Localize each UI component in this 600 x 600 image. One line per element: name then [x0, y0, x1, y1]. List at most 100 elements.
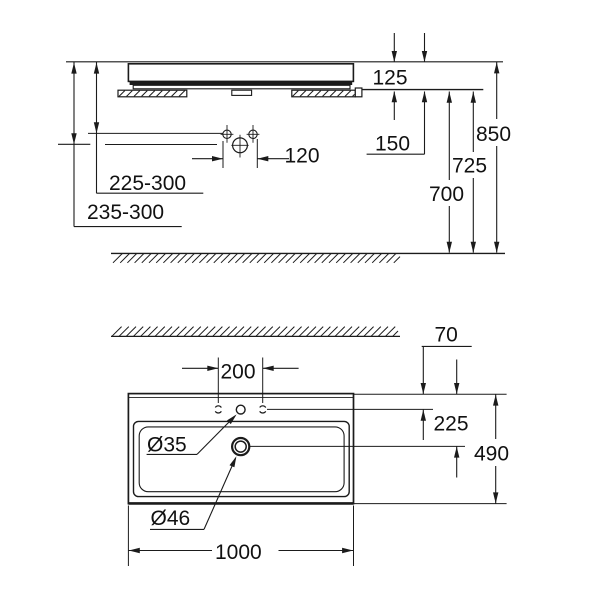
dim-150-arrow-bottom: [421, 91, 428, 103]
dia46-leader: [203, 457, 237, 530]
bracket-left-hatch: [178, 90, 186, 97]
floor-hatch: [321, 253, 332, 264]
floor-hatch: [199, 253, 209, 264]
dim-125-arrow-top: [391, 51, 397, 62]
floor-hatch: [271, 253, 281, 264]
dim-200-arrow-right: [262, 365, 274, 371]
wall-hatch: [118, 326, 130, 337]
floor-hatch: [328, 253, 339, 264]
wall-hatch: [162, 326, 173, 337]
dim-225-arrow-bottom: [454, 446, 460, 458]
dim-225-arrow-top: [454, 383, 460, 394]
wall-hatch: [147, 326, 158, 337]
side-tap-hole-right: [258, 405, 267, 414]
side-tap-hole-left: [214, 405, 223, 414]
floor-hatch: [278, 253, 289, 264]
bracket-right-hatch: [344, 90, 352, 97]
drain-hole-inner: [234, 440, 247, 453]
wall-hatch: [198, 326, 209, 337]
wall-hatch: [320, 326, 331, 337]
floor-hatch: [235, 253, 245, 264]
wall-hatch: [140, 326, 151, 337]
basin-bottom-band: [129, 81, 353, 85]
dim-725-label: 725: [452, 155, 487, 178]
wall-hatch: [378, 326, 389, 337]
dim-850-arrow-bottom: [494, 241, 500, 253]
floor-hatch: [371, 253, 382, 264]
dim-70-arrow-bottom: [420, 409, 426, 421]
dimension-labels: 125 150 120 225-300 235-300 700 725 850 …: [87, 67, 511, 565]
floor-hatch: [134, 253, 145, 264]
bracket-right-hatch: [307, 90, 314, 97]
floor-hatch: [299, 253, 310, 264]
floor-hatch: [119, 253, 130, 264]
wall-hatch: [342, 326, 353, 337]
dia35-leader: [196, 415, 236, 455]
floor-hatch: [357, 253, 368, 264]
dim-dia35-label: Ø35: [147, 434, 187, 457]
bracket-left-hatch: [163, 90, 171, 97]
wall-hatch: [212, 326, 223, 337]
bracket-right-hatch: [292, 90, 299, 97]
floor-hatch: [292, 253, 303, 264]
drain-tab: [231, 89, 253, 96]
floor-hatch: [220, 253, 231, 264]
section-hatching: [111, 90, 401, 337]
wall-hatch: [262, 326, 274, 337]
dimension-arrowheads: [71, 51, 500, 554]
center-tap-hole: [235, 404, 246, 415]
wall-hatch: [241, 326, 252, 337]
wall-hatch: [298, 326, 310, 337]
dim-235-300-arrow-up: [71, 62, 77, 74]
floor-hatch: [350, 253, 361, 264]
wall-hatch: [190, 326, 202, 337]
floor-hatch: [141, 253, 152, 264]
wall-hatch: [291, 326, 302, 337]
dia35-leader-arrow: [227, 414, 237, 425]
bracket-right-hatch: [314, 90, 322, 97]
dim-120-arrow-right: [257, 156, 269, 162]
wall-hatch: [205, 326, 216, 337]
dim-490-arrow-bottom: [493, 492, 499, 504]
wall-hatch: [111, 326, 122, 337]
wall-hatch: [277, 326, 288, 337]
floor-hatch: [242, 253, 253, 264]
dim-dia46-label: Ø46: [151, 507, 191, 530]
dim-725-arrow-bottom: [470, 241, 476, 253]
dim-225-300-arrow-up: [93, 62, 100, 74]
floor-hatch: [314, 253, 325, 264]
dim-200-label: 200: [221, 361, 256, 384]
dim-235-300-arrow-down: [71, 133, 77, 145]
dim-225-300-label: 225-300: [109, 172, 186, 195]
floor-hatch: [170, 253, 181, 264]
dim-490-label: 490: [474, 443, 509, 466]
wall-hatch: [334, 326, 346, 337]
floor-hatch: [112, 253, 123, 264]
wall-hatch: [126, 326, 137, 337]
wall-hatch: [169, 326, 180, 337]
floor-hatch: [249, 253, 260, 264]
wall-hatch: [219, 326, 230, 337]
wall-hatch: [154, 326, 166, 337]
wall-hatch: [234, 326, 245, 337]
dim-235-300-label: 235-300: [87, 201, 164, 224]
dim-125-arrow-bottom: [391, 91, 397, 103]
dim-150-arrow-top: [421, 51, 428, 62]
dim-490-arrow-top: [493, 394, 499, 406]
dim-200-arrow-left: [207, 365, 219, 371]
dim-850-label: 850: [476, 123, 511, 146]
floor-hatch: [386, 253, 397, 264]
wall-hatch: [363, 326, 374, 337]
floor-hatch: [206, 253, 217, 264]
bracket-left-hatch: [126, 90, 133, 97]
bracket-left-hatch: [171, 90, 178, 97]
dim-225-label: 225: [434, 413, 469, 436]
floor-hatch: [335, 253, 346, 264]
dim-1000-arrow-right: [342, 547, 354, 554]
wall-hatch: [385, 326, 396, 337]
bracket-left-hatch: [118, 90, 126, 97]
side-elevation-view: [111, 62, 401, 337]
dim-70-arrow-top: [420, 383, 426, 394]
